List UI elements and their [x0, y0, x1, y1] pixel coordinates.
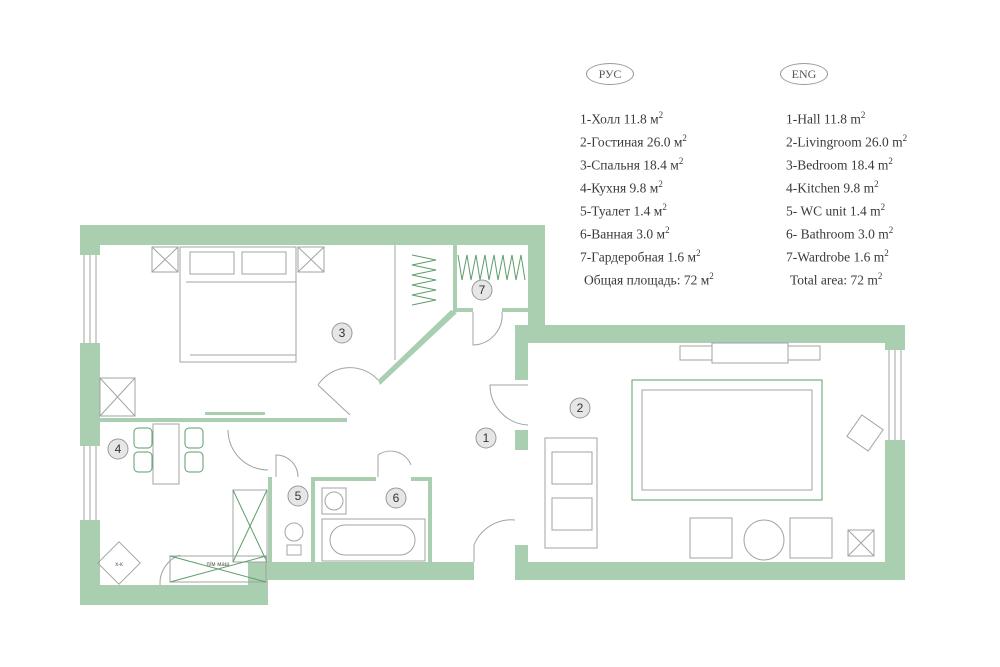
room-number-6: 6	[385, 487, 407, 509]
eng-header: ENG	[780, 63, 828, 85]
room-number-5: 5	[287, 485, 309, 507]
legend-item: 3-Bedroom 18.4 m2	[786, 156, 893, 173]
doors	[159, 311, 529, 586]
legend-item: 5- WC unit 1.4 m2	[786, 202, 886, 219]
legend-item: 1-Холл 11.8 м2	[580, 110, 664, 127]
legend-total: Общая площадь: 72 м2	[584, 271, 714, 288]
bathtub	[329, 524, 416, 556]
svg-text:7: 7	[479, 283, 486, 297]
room-number-7: 7	[471, 279, 493, 301]
legend-item: 4-Kitchen 9.8 m2	[786, 179, 879, 196]
room-number-3: 3	[331, 322, 353, 344]
rug	[631, 379, 823, 501]
room-number-4: 4	[107, 438, 129, 460]
rus-header: РУС	[586, 63, 634, 85]
walls	[80, 225, 905, 605]
legend-item: 6- Bathroom 3.0 m2	[786, 225, 894, 242]
room-number-1: 1	[475, 427, 497, 449]
legend-item: 5-Туалет 1.4 м2	[580, 202, 667, 219]
legend-item: 6-Ванная 3.0 м2	[580, 225, 670, 242]
fridge	[97, 541, 141, 585]
dishwasher-label: п/м маш	[207, 562, 230, 568]
legend-item: 1-Hall 11.8 m2	[786, 110, 866, 127]
legend-item: 7-Гардеробная 1.6 м2	[580, 248, 701, 265]
sofa	[544, 437, 598, 549]
eng-legend: 1-Hall 11.8 m2 2-Livingroom 26.0 m2 3-Be…	[786, 106, 907, 290]
svg-text:3: 3	[339, 326, 346, 340]
room-numbers: 1 2 3 4 5 6 7	[107, 279, 591, 509]
legend-item: 3-Спальня 18.4 м2	[580, 156, 684, 173]
room-number-2: 2	[569, 397, 591, 419]
furniture	[97, 245, 884, 585]
bed	[179, 246, 297, 363]
legend-item: 4-Кухня 9.8 м2	[580, 179, 663, 196]
svg-text:2: 2	[577, 401, 584, 415]
legend-item: 7-Wardrobe 1.6 m2	[786, 248, 889, 265]
legend-item: 2-Гостиная 26.0 м2	[580, 133, 687, 150]
dining-table	[152, 423, 180, 485]
svg-text:6: 6	[393, 491, 400, 505]
windows	[83, 255, 902, 520]
svg-text:4: 4	[115, 442, 122, 456]
svg-text:1: 1	[483, 431, 490, 445]
svg-text:5: 5	[295, 489, 302, 503]
legend-total: Total area: 72 m2	[790, 271, 883, 288]
rus-legend: 1-Холл 11.8 м2 2-Гостиная 26.0 м2 3-Спал…	[580, 106, 714, 290]
legend-item: 2-Livingroom 26.0 m2	[786, 133, 908, 150]
fridge-label: х-к	[115, 562, 123, 568]
